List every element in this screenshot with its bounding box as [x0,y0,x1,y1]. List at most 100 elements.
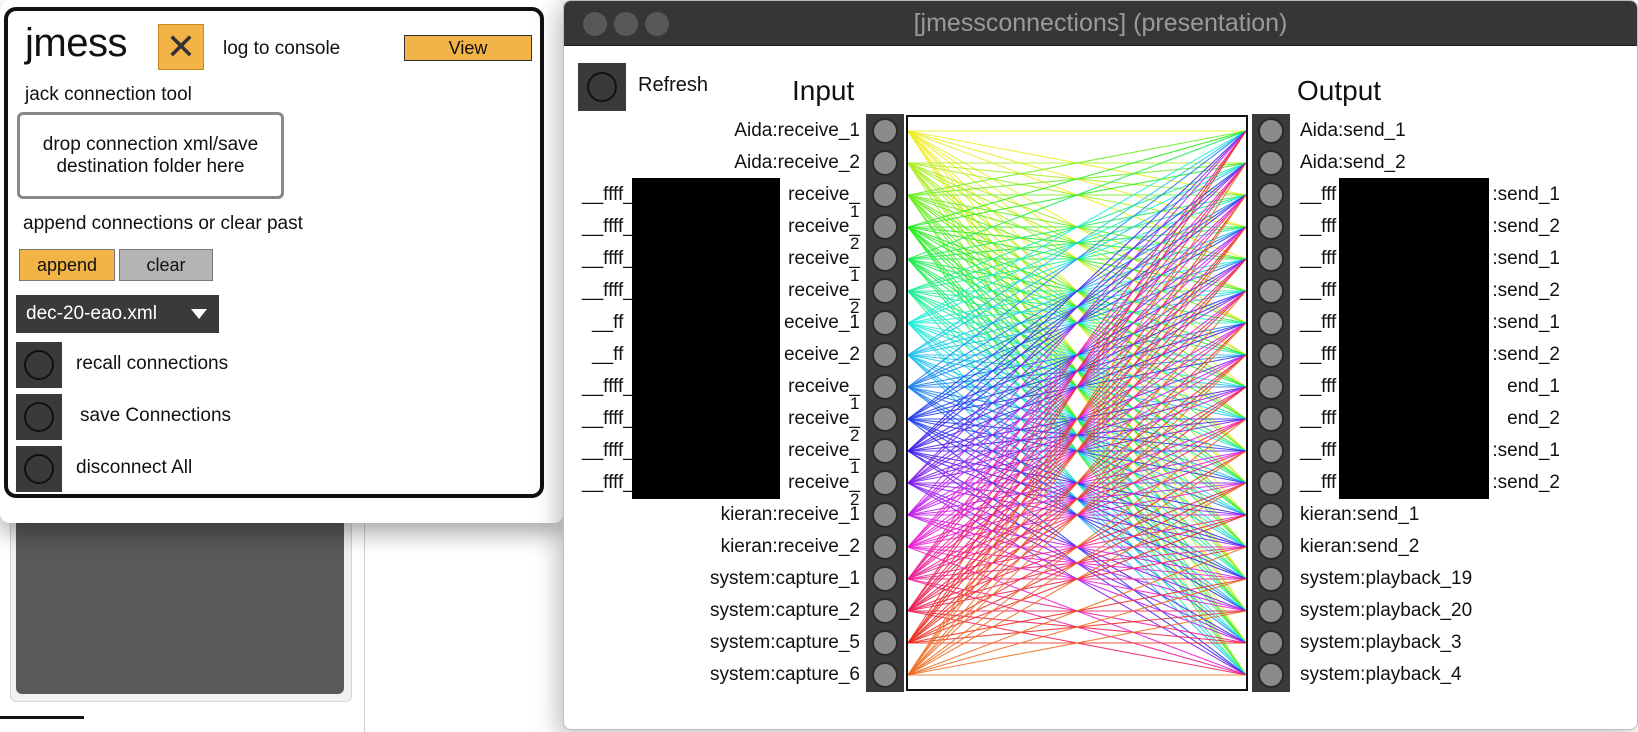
output-port-label-left: __fff [1300,312,1337,333]
output-port-label: Aida:send_2 [1300,152,1406,173]
input-port-connector[interactable] [872,630,898,656]
output-port-connector[interactable] [1258,598,1284,624]
input-port-label-left: __ffff_ [582,472,634,493]
output-port-label-left: __fff [1300,248,1337,269]
background-dark-object [16,518,344,694]
output-port-connector[interactable] [1258,118,1284,144]
input-port-label-left: __ffff_ [582,376,634,397]
recall-connections-button[interactable] [16,342,62,388]
input-port-connector[interactable] [872,246,898,272]
drop-zone-label: drop connection xml/save destination fol… [42,133,259,177]
append-button[interactable]: append [19,249,115,281]
close-window-icon[interactable] [583,12,607,36]
refresh-label: Refresh [638,74,709,96]
window-title: [jmessconnections] (presentation) [913,9,1288,37]
connection-wire [908,130,1246,260]
connection-wire [908,130,1246,196]
input-port-label-right: receive_ [788,472,860,493]
input-port-label-left: __ffff_ [582,440,634,461]
input-port-label-left: __ffff_ [582,280,634,301]
disconnect-all-button[interactable] [16,446,62,492]
output-port-connector[interactable] [1258,278,1284,304]
connection-wire [908,130,1246,484]
output-port-connector[interactable] [1258,502,1284,528]
output-port-connector[interactable] [1258,438,1284,464]
output-port-label: kieran:send_2 [1300,536,1420,557]
output-port-connector[interactable] [1258,406,1284,432]
connection-wire [908,130,1246,388]
input-port-connector[interactable] [872,566,898,592]
log-to-console-label: log to console [223,38,341,59]
input-port-label-left: __ffff_ [582,408,634,429]
jmess-panel: jmess ✕ log to console View jack connect… [4,7,544,498]
input-port-connector[interactable] [872,470,898,496]
input-port-connector[interactable] [872,598,898,624]
input-port-connector[interactable] [872,374,898,400]
clear-button[interactable]: clear [119,249,213,281]
output-port-connector[interactable] [1258,310,1284,336]
output-port-connector[interactable] [1258,630,1284,656]
close-toggle-button[interactable]: ✕ [158,24,204,70]
input-port-connector[interactable] [872,662,898,688]
title-bar[interactable]: [jmessconnections] (presentation) [564,1,1637,46]
close-icon: ✕ [165,26,197,67]
input-port-connector[interactable] [872,150,898,176]
output-port-connector[interactable] [1258,470,1284,496]
input-port-label-suffix: 1 [850,266,860,285]
input-port-label-left: __ffff_ [582,184,634,205]
output-port-connector[interactable] [1258,662,1284,688]
output-port-label: system:playback_3 [1300,632,1462,653]
connection-wire [908,130,1246,324]
output-port-connector[interactable] [1258,150,1284,176]
input-port-label-right: receive_ [788,376,860,397]
output-port-connector[interactable] [1258,534,1284,560]
recall-connections-label: recall connections [76,353,229,374]
input-port-connector[interactable] [872,278,898,304]
input-port-label: Aida:receive_2 [734,152,860,173]
file-select[interactable]: dec-20-eao.xml [16,295,219,333]
connection-matrix[interactable] [906,115,1248,691]
input-port-connector[interactable] [872,438,898,464]
output-port-connector[interactable] [1258,214,1284,240]
connection-wire [908,450,1246,676]
minimize-window-icon[interactable] [614,12,638,36]
input-port-label-right: receive_ [788,408,860,429]
bang-icon [24,402,54,432]
append-clear-label: append connections or clear past [23,213,303,234]
output-port-label-left: __fff [1300,440,1337,461]
chevron-down-icon [191,309,207,319]
input-port-label: kieran:receive_1 [720,504,860,525]
background-line [0,716,84,719]
refresh-button[interactable] [578,63,626,111]
input-port-connector[interactable] [872,214,898,240]
zoom-window-icon[interactable] [645,12,669,36]
bang-icon [587,72,617,102]
save-connections-button[interactable] [16,394,62,440]
input-port-connector[interactable] [872,118,898,144]
connection-wire [908,162,1246,676]
input-port-connector[interactable] [872,502,898,528]
input-port-connector[interactable] [872,406,898,432]
output-port-label-right: :send_2 [1492,344,1560,365]
output-port-connector[interactable] [1258,374,1284,400]
output-port-connector[interactable] [1258,342,1284,368]
output-port-connector[interactable] [1258,566,1284,592]
output-header: Output [1297,75,1382,106]
connection-wire [908,322,1246,676]
background-divider [364,500,365,732]
app-subtitle: jack connection tool [25,84,192,105]
connection-wire [908,290,1246,676]
input-port-connector[interactable] [872,310,898,336]
input-port-connector[interactable] [872,534,898,560]
output-port-label-right: :send_2 [1492,472,1560,493]
input-port-label-suffix: 1 [850,202,860,221]
input-port-label-right: eceive_2 [783,344,860,365]
input-port-connector[interactable] [872,182,898,208]
input-port-label-suffix: 1 [850,458,860,477]
input-port-connector[interactable] [872,342,898,368]
drop-zone[interactable]: drop connection xml/save destination fol… [17,112,284,199]
output-port-connector[interactable] [1258,182,1284,208]
output-port-connector[interactable] [1258,246,1284,272]
view-button[interactable]: View [404,35,532,61]
connections-window: [jmessconnections] (presentation) Refres… [563,0,1638,730]
